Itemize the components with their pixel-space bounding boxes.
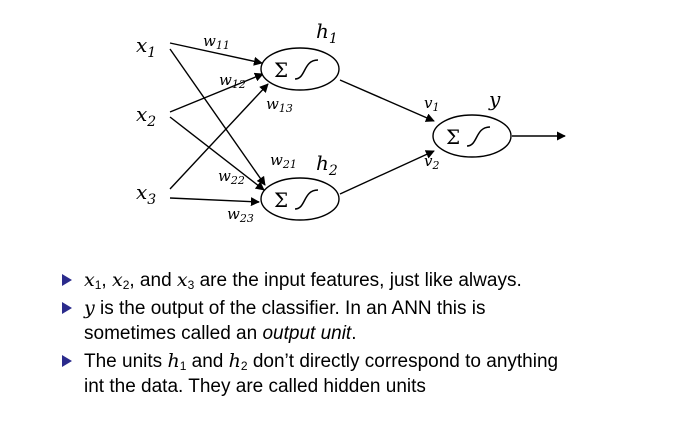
weight-label-w21: w21 <box>270 151 297 171</box>
hidden-node-h2: Σ <box>260 177 340 221</box>
edge-x2-h2 <box>169 116 265 191</box>
edge-h2-y <box>339 150 435 195</box>
sigmoid-icon <box>294 189 319 210</box>
bullet-output-unit: y is the output of the classifier. In an… <box>62 296 682 346</box>
weight-label-w12: w12 <box>219 71 246 91</box>
hidden-label-h1: h1 <box>316 19 338 47</box>
output-node-y: Σ <box>432 114 512 158</box>
output-label-y: y <box>488 87 501 111</box>
sigmoid-icon <box>294 59 319 80</box>
bullet-triangle-icon <box>62 302 72 314</box>
edge-h1-y <box>339 79 435 122</box>
bullet-triangle-icon <box>62 355 72 367</box>
edge-x3-h1 <box>169 83 269 190</box>
input-label-x1: x1 <box>136 33 156 61</box>
weight-label-w11: w11 <box>203 32 230 52</box>
edge-x1-h2 <box>169 48 266 186</box>
edge-x3-h2 <box>169 197 260 207</box>
bullet-triangle-icon <box>62 274 72 286</box>
input-label-x2: x2 <box>136 102 156 130</box>
edge-x2-h1 <box>169 72 264 113</box>
hidden-label-h2: h2 <box>316 151 338 179</box>
bullet-hidden-units: The units h1 and h2 don’t directly corre… <box>62 349 682 399</box>
sigmoid-icon <box>466 126 491 147</box>
weight-label-w13: w13 <box>266 95 293 115</box>
sigma-symbol: Σ <box>274 58 288 82</box>
edge-x1-h1 <box>169 42 263 66</box>
bullet-input-features: x1, x2, and x3 are the input features, j… <box>62 268 682 293</box>
bullet-list: x1, x2, and x3 are the input features, j… <box>62 268 682 402</box>
neural-network-diagram: Σ Σ Σ x1 x2 x3 h1 h2 y w11 w12 w13 w21 <box>136 19 566 225</box>
input-label-x3: x3 <box>136 180 156 208</box>
sigma-symbol: Σ <box>446 125 460 149</box>
hidden-node-h1: Σ <box>260 47 340 91</box>
weight-label-w22: w22 <box>218 167 245 187</box>
sigma-symbol: Σ <box>274 188 288 212</box>
weight-label-w23: w23 <box>227 205 254 225</box>
weight-label-v1: v1 <box>424 94 439 114</box>
weight-label-v2: v2 <box>424 152 439 172</box>
